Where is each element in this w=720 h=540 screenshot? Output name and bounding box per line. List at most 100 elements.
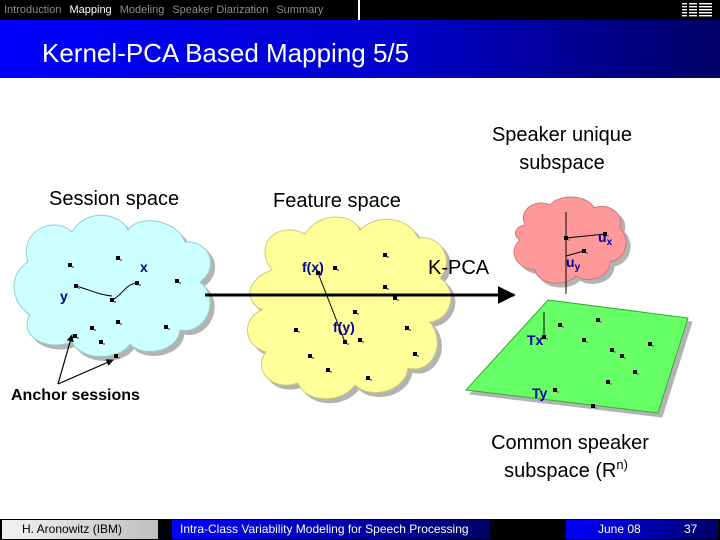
- nav-item-introduction[interactable]: Introduction: [4, 4, 62, 16]
- data-point: [116, 320, 120, 324]
- page-title: Kernel-PCA Based Mapping 5/5: [42, 38, 410, 68]
- data-point: [333, 266, 337, 270]
- data-point: [308, 354, 312, 358]
- ux-label-main: u: [598, 229, 607, 245]
- footer-talk-title: Intra-Class Variability Modeling for Spe…: [180, 522, 469, 536]
- fy-label: f(y): [333, 319, 355, 335]
- data-point-shadow: [168, 328, 170, 330]
- data-points: [68, 232, 654, 409]
- data-point-shadow: [312, 357, 314, 359]
- data-point-shadow: [298, 331, 300, 333]
- common-subspace-label-exponent: n): [616, 457, 628, 472]
- uy-label-main: u: [566, 254, 575, 270]
- data-point: [542, 335, 546, 339]
- ux-label: ux: [598, 229, 613, 248]
- data-point: [135, 281, 139, 285]
- data-point-shadow: [568, 239, 570, 241]
- data-point: [603, 232, 607, 236]
- session-space-cloud: [13, 214, 212, 357]
- data-point-shadow: [347, 343, 349, 345]
- data-point: [591, 404, 595, 408]
- data-point: [633, 370, 637, 374]
- data-point: [553, 388, 557, 392]
- data-point-shadow: [557, 391, 559, 393]
- data-point-shadow: [614, 351, 616, 353]
- nav-item-summary[interactable]: Summary: [276, 4, 324, 16]
- data-point: [648, 342, 652, 346]
- data-point: [596, 318, 600, 322]
- data-point: [620, 354, 624, 358]
- data-point-shadow: [586, 341, 588, 343]
- data-point-shadow: [103, 343, 105, 345]
- nav-item-mapping[interactable]: Mapping: [69, 4, 112, 16]
- data-point: [175, 279, 179, 283]
- data-point-shadow: [417, 355, 419, 357]
- data-point-shadow: [78, 287, 80, 289]
- nav-item-speaker-diarization[interactable]: Speaker Diarization: [172, 4, 269, 16]
- data-point: [564, 236, 568, 240]
- uy-label: uy: [566, 254, 581, 273]
- data-point: [558, 323, 562, 327]
- data-point-shadow: [72, 266, 74, 268]
- data-point-shadow: [546, 338, 548, 340]
- tx-label: Tx: [527, 332, 544, 348]
- data-point-shadow: [139, 284, 141, 286]
- data-point-shadow: [397, 299, 399, 301]
- feature-space-label: Feature space: [273, 190, 401, 212]
- uy-label-sub: y: [575, 262, 581, 273]
- data-point: [316, 271, 320, 275]
- unique-subspace-label-line1: Speaker unique: [492, 124, 632, 146]
- data-point: [68, 263, 72, 267]
- data-point-shadow: [118, 357, 120, 359]
- data-point-shadow: [357, 313, 359, 315]
- data-point: [606, 380, 610, 384]
- data-point: [73, 334, 77, 338]
- data-point: [582, 249, 586, 253]
- footer-date: June 08: [598, 522, 641, 536]
- data-point: [366, 376, 370, 380]
- navigation-bar: Introduction Mapping Modeling Speaker Di…: [0, 0, 720, 20]
- data-point: [405, 326, 409, 330]
- common-subspace-label-main: subspace (R: [504, 460, 616, 482]
- data-point-shadow: [595, 407, 597, 409]
- data-point: [393, 296, 397, 300]
- common-subspace-label-line2: subspace (Rn): [504, 457, 628, 482]
- unique-subspace-label-line2: subspace: [519, 152, 605, 174]
- data-point-shadow: [330, 371, 332, 373]
- kpca-label: K-PCA: [428, 257, 490, 279]
- data-point-shadow: [387, 288, 389, 290]
- data-point-shadow: [409, 329, 411, 331]
- data-point-shadow: [637, 373, 639, 375]
- data-point: [110, 298, 114, 302]
- common-subspace-label-line1: Common speaker: [491, 432, 649, 454]
- data-point-shadow: [562, 326, 564, 328]
- data-point: [353, 310, 357, 314]
- title-bar: Kernel-PCA Based Mapping 5/5: [0, 20, 720, 78]
- data-point-shadow: [387, 256, 389, 258]
- data-point: [116, 256, 120, 260]
- nav-item-modeling[interactable]: Modeling: [119, 4, 165, 16]
- data-point-shadow: [610, 383, 612, 385]
- data-point: [114, 354, 118, 358]
- data-point-shadow: [600, 321, 602, 323]
- ibm-logo-icon: [682, 2, 712, 17]
- data-point: [294, 328, 298, 332]
- data-point-shadow: [77, 337, 79, 339]
- fx-label: f(x): [302, 259, 324, 275]
- anchor-arrows: [57, 334, 114, 385]
- session-space-label: Session space: [49, 188, 179, 210]
- y-label: y: [60, 288, 68, 304]
- footer-page-number: 37: [684, 522, 698, 536]
- x-label: x: [140, 259, 148, 275]
- data-point-shadow: [179, 282, 181, 284]
- ux-label-sub: x: [607, 237, 613, 248]
- data-point-shadow: [320, 274, 322, 276]
- footer-bar: H. Aronowitz (IBM) Intra-Class Variabili…: [0, 519, 720, 540]
- data-point-shadow: [120, 259, 122, 261]
- data-point-shadow: [586, 252, 588, 254]
- nav-divider: [358, 0, 360, 20]
- data-point: [164, 325, 168, 329]
- data-point: [99, 340, 103, 344]
- data-point-shadow: [607, 235, 609, 237]
- footer-background: [2, 520, 718, 539]
